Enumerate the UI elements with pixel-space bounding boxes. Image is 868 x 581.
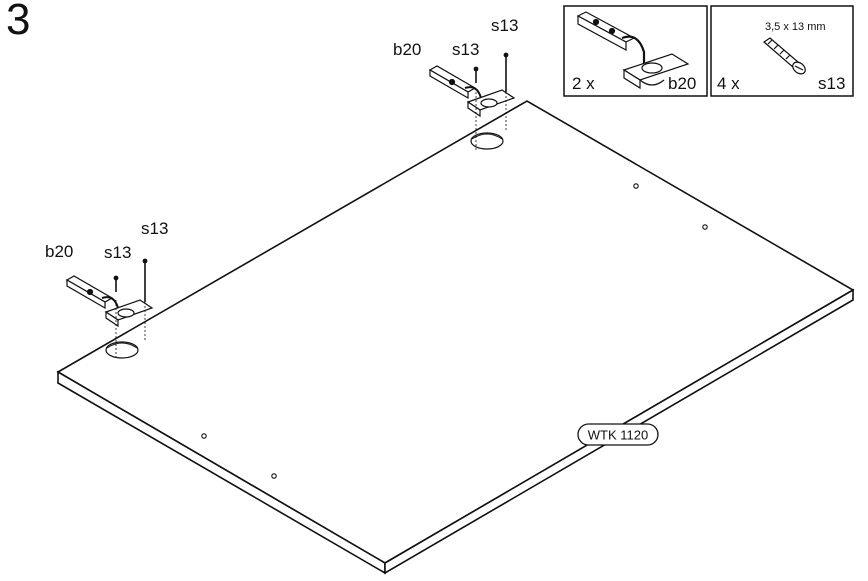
legend-quantity: 4 x <box>717 74 740 93</box>
hinge-group-left: b20 s13 s13 <box>45 219 168 360</box>
drill-dot <box>633 183 639 189</box>
screw-label: s13 <box>141 219 168 238</box>
panel-board <box>56 100 855 575</box>
hinge-icon <box>428 65 516 118</box>
legend-code: b20 <box>668 74 696 93</box>
hinge-icon <box>65 275 154 328</box>
drill-dot <box>702 224 708 230</box>
hinge-hole <box>470 132 504 150</box>
panel-code: WTK 1120 <box>588 428 648 443</box>
legend-quantity: 2 x <box>572 74 595 93</box>
screw-label: s13 <box>452 40 479 59</box>
screw-label: s13 <box>104 243 131 262</box>
legend-code: s13 <box>818 74 845 93</box>
legend-size: 3,5 x 13 mm <box>765 21 826 33</box>
screw-icon <box>763 37 806 75</box>
parts-legend-screw: 3,5 x 13 mm 4 x s13 <box>710 5 854 97</box>
hinge-hole <box>105 341 139 359</box>
panel-code-badge: WTK 1120 <box>577 423 659 446</box>
screw-label: s13 <box>491 16 518 35</box>
screw-icon <box>113 258 148 302</box>
hinge-label: b20 <box>393 40 421 59</box>
screw-icon <box>473 52 509 92</box>
step-number: 3 <box>6 0 31 44</box>
hinge-label: b20 <box>45 242 73 261</box>
hinge-group-top: b20 s13 s13 <box>393 16 518 150</box>
drill-dot <box>201 433 207 439</box>
parts-legend-hinge: 2 x b20 <box>563 5 708 97</box>
drill-dot <box>271 473 277 479</box>
hinge-icon <box>576 11 690 90</box>
